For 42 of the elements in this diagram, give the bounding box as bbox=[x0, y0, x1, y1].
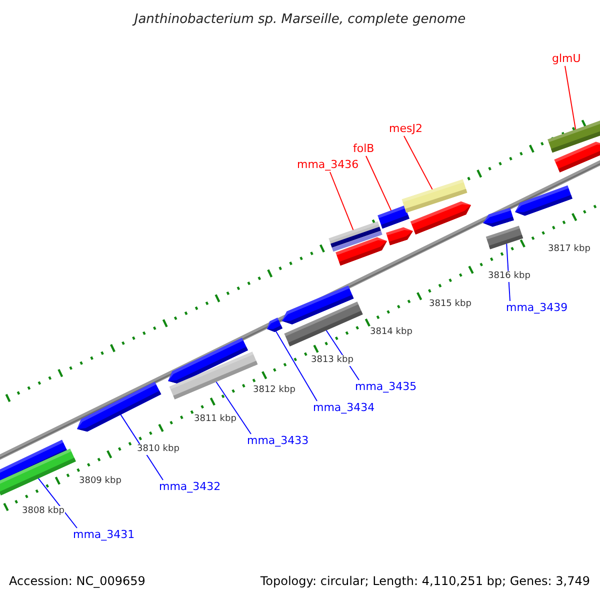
gene-bar bbox=[284, 302, 363, 346]
position-label: 3812 kbp bbox=[252, 385, 296, 396]
position-label: 3811 kbp bbox=[193, 414, 238, 425]
leader-line bbox=[366, 156, 392, 211]
gene-feature bbox=[554, 142, 600, 172]
gene-label: mma_3435 bbox=[355, 380, 417, 394]
gene-feature bbox=[410, 201, 471, 234]
accession-label: Accession: NC_009659 bbox=[9, 573, 146, 589]
gene-label: mma_3434 bbox=[313, 401, 375, 415]
gene-feature bbox=[483, 208, 514, 227]
position-label: 3809 kbp bbox=[78, 476, 122, 487]
gene-feature bbox=[386, 227, 413, 246]
leader-line bbox=[38, 478, 78, 528]
gene-feature bbox=[336, 237, 387, 266]
gene-feature bbox=[515, 185, 572, 216]
gene-label: glmU bbox=[552, 52, 581, 66]
leader-line bbox=[404, 136, 433, 190]
position-label: 3813 kbp bbox=[310, 355, 354, 366]
gene-label: folB bbox=[353, 142, 374, 156]
gene-bar bbox=[486, 226, 524, 250]
leader-line bbox=[564, 66, 576, 130]
gene-label: mma_3431 bbox=[73, 528, 135, 542]
position-label: 3810 kbp bbox=[136, 444, 180, 455]
leader-line bbox=[330, 172, 354, 230]
gene-label: mesJ2 bbox=[389, 122, 422, 136]
leader-line bbox=[216, 381, 252, 434]
title: Janthinobacterium sp. Marseille, complete genome bbox=[131, 11, 467, 29]
position-label: 3814 kbp bbox=[369, 327, 414, 338]
position-label: 3808 kbp bbox=[21, 506, 66, 517]
gene-label: mma_3439 bbox=[506, 301, 568, 315]
gene-label: mma_3436 bbox=[297, 158, 359, 172]
leader-line bbox=[276, 330, 318, 402]
position-label: 3815 kbp bbox=[428, 299, 472, 310]
gene-feature bbox=[77, 382, 162, 432]
position-label: 3816 kbp bbox=[487, 271, 532, 282]
gene-bar bbox=[0, 448, 76, 496]
gene-label: mma_3432 bbox=[159, 480, 221, 494]
gene-bar bbox=[378, 205, 410, 229]
gene-label: mma_3433 bbox=[247, 434, 309, 448]
genome-stats: Topology: circular; Length: 4,110,251 bp; Genes: 3,749 bbox=[260, 573, 590, 589]
gene-feature bbox=[267, 318, 282, 332]
position-label: 3817 kbp bbox=[547, 244, 592, 255]
